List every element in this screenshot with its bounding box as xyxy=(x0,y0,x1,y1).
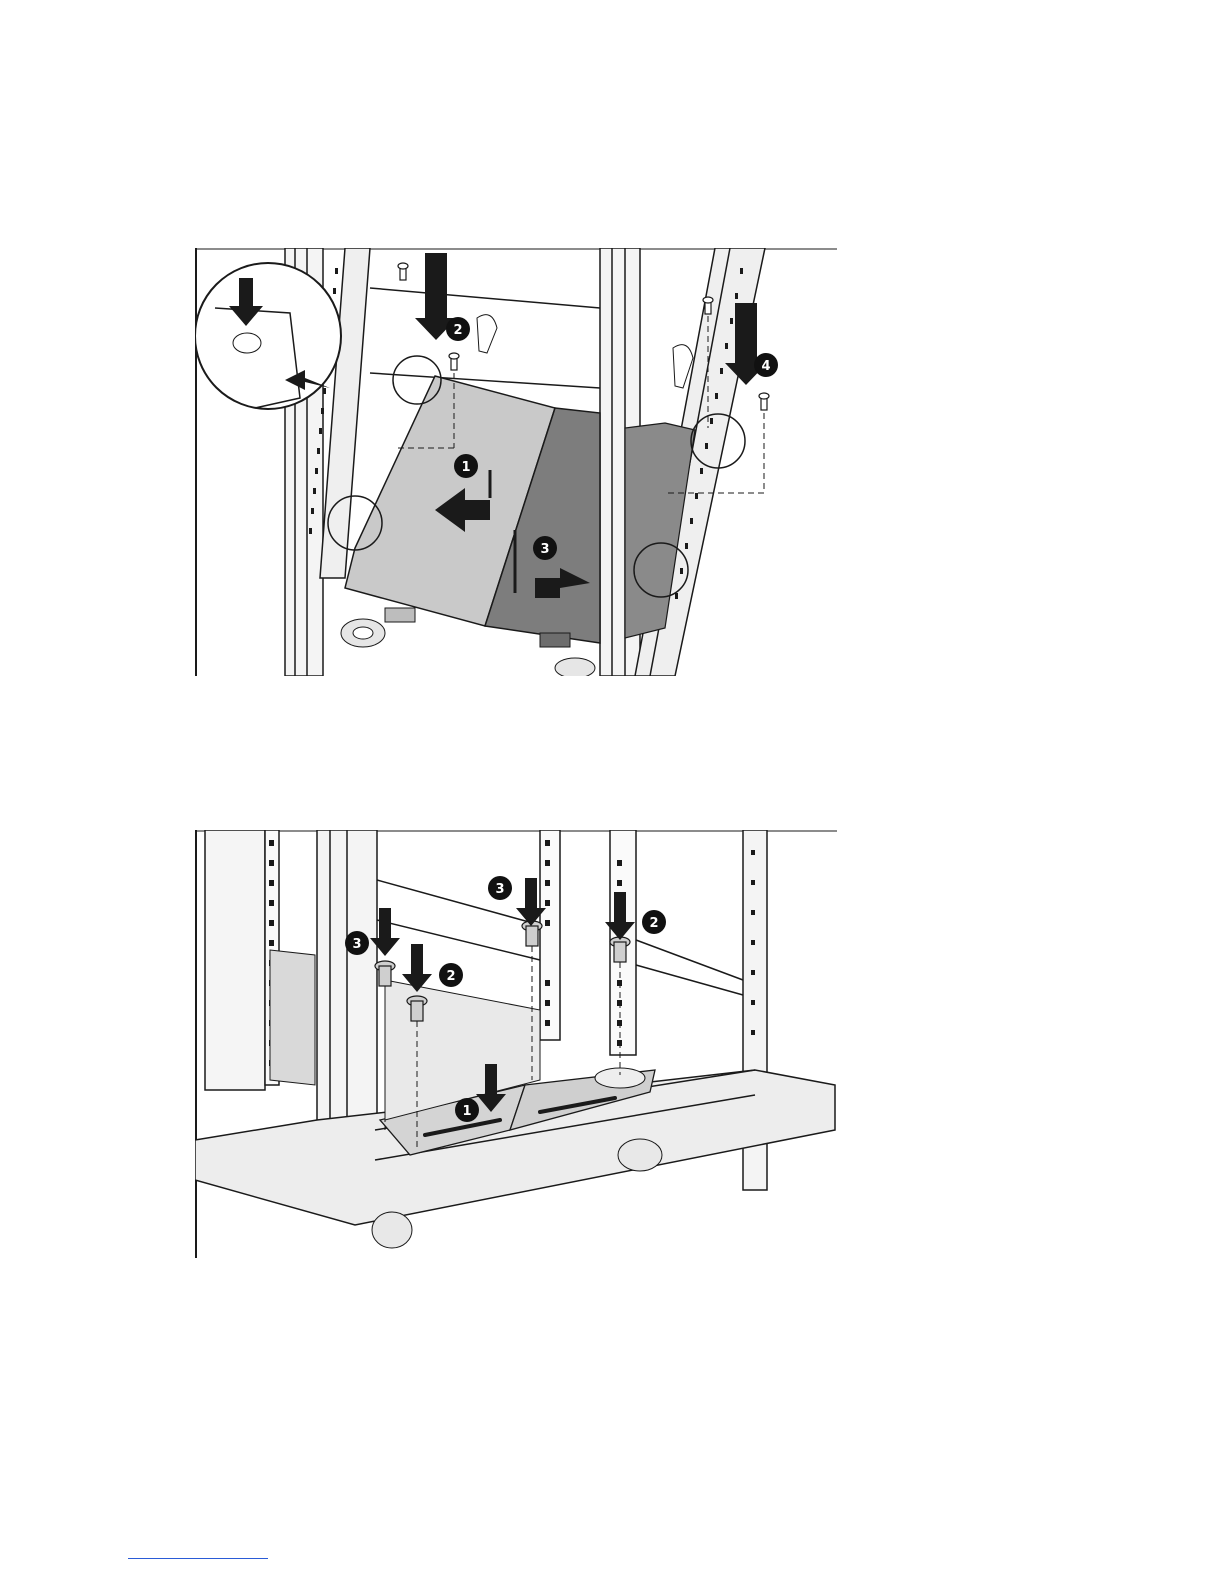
svg-text:4: 4 xyxy=(761,359,770,374)
svg-text:1: 1 xyxy=(461,460,470,475)
svg-text:3: 3 xyxy=(540,542,549,557)
callout-4: 4 xyxy=(754,353,778,377)
callout-3-right: 3 xyxy=(488,876,512,900)
svg-text:1: 1 xyxy=(462,1104,471,1119)
callout-1: 1 xyxy=(454,454,478,478)
figure-1-filler-panel-install: 1 2 3 4 xyxy=(195,248,837,676)
svg-text:2: 2 xyxy=(649,916,658,931)
footnote-rule xyxy=(128,1558,268,1559)
svg-text:2: 2 xyxy=(446,969,455,984)
callout-3: 3 xyxy=(533,536,557,560)
figure-2-floor-panel-install: 1 2 2 3 3 xyxy=(195,830,837,1258)
svg-text:3: 3 xyxy=(352,937,361,952)
callout-2-left: 2 xyxy=(439,963,463,987)
callout-1: 1 xyxy=(455,1098,479,1122)
callout-2: 2 xyxy=(446,317,470,341)
svg-text:3: 3 xyxy=(495,882,504,897)
callout-2-right: 2 xyxy=(642,910,666,934)
svg-text:2: 2 xyxy=(453,323,462,338)
callout-3-left: 3 xyxy=(345,931,369,955)
